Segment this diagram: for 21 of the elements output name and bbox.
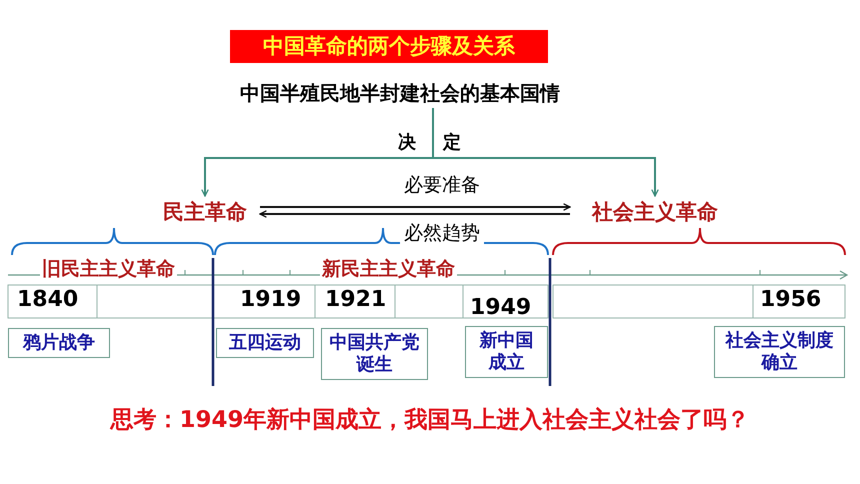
arrow: [259, 210, 570, 218]
event-box: 新中国成立: [465, 326, 548, 378]
stage-heading: 民主革命: [150, 198, 260, 228]
year-label: 1919: [240, 287, 302, 312]
year-label: 1949: [470, 295, 532, 320]
title-banner: 中国革命的两个步骤及关系: [230, 30, 548, 63]
event-box: 社会主义制度确立: [714, 326, 845, 378]
annotation-text: 决: [398, 131, 416, 154]
arrow: [260, 203, 571, 211]
annotation-text: 定: [443, 131, 461, 154]
question-text: 思考：1949年新中国成立，我国马上进入社会主义社会了吗？: [108, 406, 750, 435]
year-label: 1956: [760, 287, 822, 312]
year-label: 1921: [325, 287, 386, 312]
year-label: 1840: [17, 287, 78, 312]
topic-text: 中国半殖民地半封建社会的基本国情: [170, 80, 630, 108]
event-box: 五四运动: [216, 328, 314, 358]
stage-heading: 社会主义革命: [570, 198, 740, 228]
arrow: [432, 108, 659, 197]
event-box: 鸦片战争: [8, 328, 110, 358]
edge-label: 必然趋势: [400, 220, 484, 246]
event-box: 中国共产党诞生: [321, 328, 428, 380]
